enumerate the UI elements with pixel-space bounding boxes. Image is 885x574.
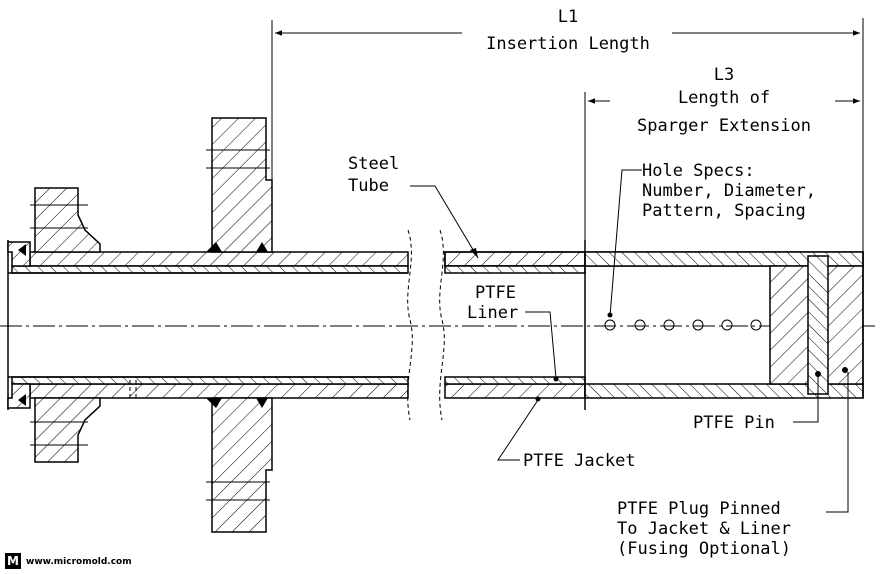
- svg-text:PTFE Pin: PTFE Pin: [693, 413, 775, 433]
- right-sparger-section: [444, 240, 864, 410]
- svg-text:PTFE: PTFE: [475, 283, 516, 303]
- left-flange-bottom: [34, 397, 101, 463]
- l3-line2: Sparger Extension: [637, 116, 811, 136]
- main-flange-bottom: [211, 397, 273, 533]
- callout-ptfe-pin: PTFE Pin: [693, 376, 819, 433]
- brand-mark: M www.micromold.com: [5, 553, 132, 569]
- l3-code: L3: [714, 65, 734, 85]
- left-flange-top: [34, 187, 101, 253]
- brand-url[interactable]: www.micromold.com: [26, 557, 132, 567]
- callout-ptfe-plug: PTFE Plug Pinned To Jacket & Liner (Fusi…: [617, 372, 849, 559]
- callout-ptfe-liner: PTFE Liner: [467, 283, 559, 382]
- callout-ptfe-jacket: PTFE Jacket: [497, 396, 636, 471]
- l1-code: L1: [558, 7, 578, 27]
- main-flange-top: [211, 117, 273, 253]
- l3-line1: Length of: [678, 88, 770, 108]
- svg-text:PTFE Plug Pinned: PTFE Plug Pinned: [617, 499, 781, 519]
- logo-letter: M: [7, 554, 19, 568]
- liner-bottom: [11, 376, 409, 385]
- svg-text:Number, Diameter,: Number, Diameter,: [642, 181, 816, 201]
- dimension-l1: L1 Insertion Length: [271, 7, 864, 252]
- left-pipe-section: [7, 117, 409, 533]
- svg-text:To Jacket & Liner: To Jacket & Liner: [617, 519, 791, 539]
- sparger-holes: [604, 319, 762, 331]
- liner-top: [11, 265, 409, 274]
- callout-hole-specs: Hole Specs: Number, Diameter, Pattern, S…: [607, 161, 816, 318]
- svg-text:Liner: Liner: [467, 303, 518, 323]
- svg-text:Steel: Steel: [348, 154, 399, 174]
- svg-text:Hole Specs:: Hole Specs:: [642, 161, 755, 181]
- steel-tube-bottom-wall: [29, 383, 409, 399]
- dimension-l3: L3 Length of Sparger Extension: [584, 65, 860, 240]
- svg-text:(Fusing Optional): (Fusing Optional): [617, 539, 791, 559]
- ptfe-liner-top: [444, 265, 586, 274]
- steel-tube-top-wall: [29, 251, 409, 267]
- break-line-left: [407, 229, 413, 421]
- svg-text:PTFE Jacket: PTFE Jacket: [523, 451, 636, 471]
- micromold-logo-icon: [5, 553, 21, 569]
- svg-text:Tube: Tube: [348, 176, 389, 196]
- callout-steel-tube: Steel Tube: [348, 154, 479, 259]
- svg-text:Pattern, Spacing: Pattern, Spacing: [642, 201, 806, 221]
- break-line-right: [439, 229, 445, 421]
- l1-name: Insertion Length: [486, 34, 650, 54]
- ptfe-liner-bottom: [444, 376, 586, 385]
